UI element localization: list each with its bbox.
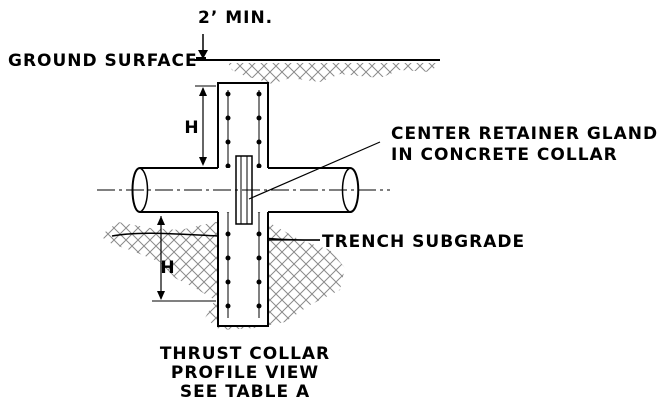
title-line3: SEE TABLE A — [180, 382, 310, 402]
retainer-leader — [248, 141, 381, 200]
lower-height-label: H — [160, 258, 175, 278]
retainer-label-line2: IN CONCRETE COLLAR — [391, 145, 618, 165]
trench-subgrade-label: TRENCH SUBGRADE — [322, 232, 525, 252]
ground-surface-label: GROUND SURFACE — [8, 51, 198, 71]
upper-height-label: H — [184, 118, 199, 138]
lower-height-dimension — [152, 216, 216, 302]
upper-height-dimension — [195, 85, 216, 166]
min-cover-label: 2’ MIN. — [198, 8, 273, 28]
min-cover-arrowhead — [198, 50, 208, 59]
title-line1: THRUST COLLAR — [160, 344, 330, 364]
soil-hatch-ground — [228, 63, 440, 84]
retainer-label-line1: CENTER RETAINER GLAND — [391, 124, 658, 144]
title-line2: PROFILE VIEW — [171, 363, 319, 383]
